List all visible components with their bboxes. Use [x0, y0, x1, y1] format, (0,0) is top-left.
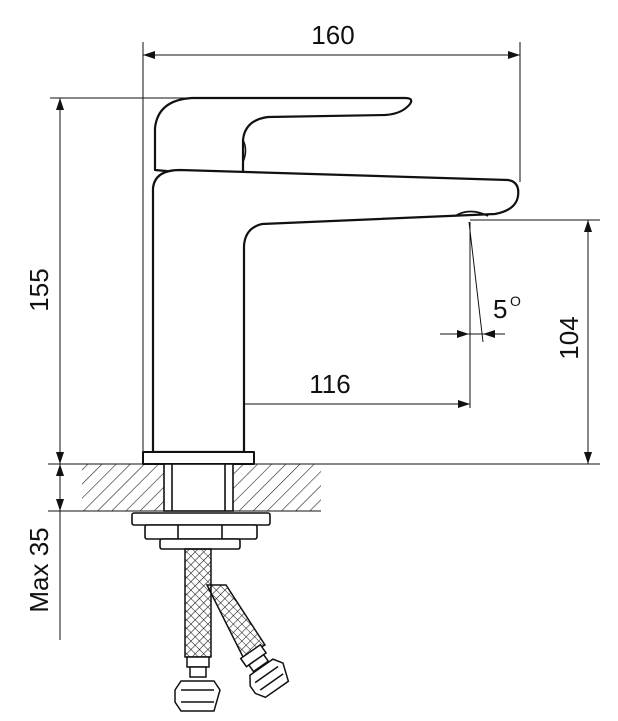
mounting-assembly: [131, 463, 271, 550]
countertop-section: [82, 464, 321, 512]
dimension-lines: [48, 42, 600, 640]
mount-thickness-label: Max 35: [24, 527, 54, 612]
degree-symbol: O: [510, 293, 521, 309]
supply-hoses: [174, 548, 290, 712]
spray-angle-label: 5: [493, 294, 507, 324]
width-dimension-label: 160: [311, 20, 354, 50]
spout-reach-dimension-label: 116: [309, 369, 350, 399]
height-dimension-label: 155: [24, 268, 54, 311]
faucet-body: [142, 96, 520, 465]
dimension-arrows: [56, 51, 592, 511]
spout-height-dimension-label: 104: [554, 316, 584, 359]
